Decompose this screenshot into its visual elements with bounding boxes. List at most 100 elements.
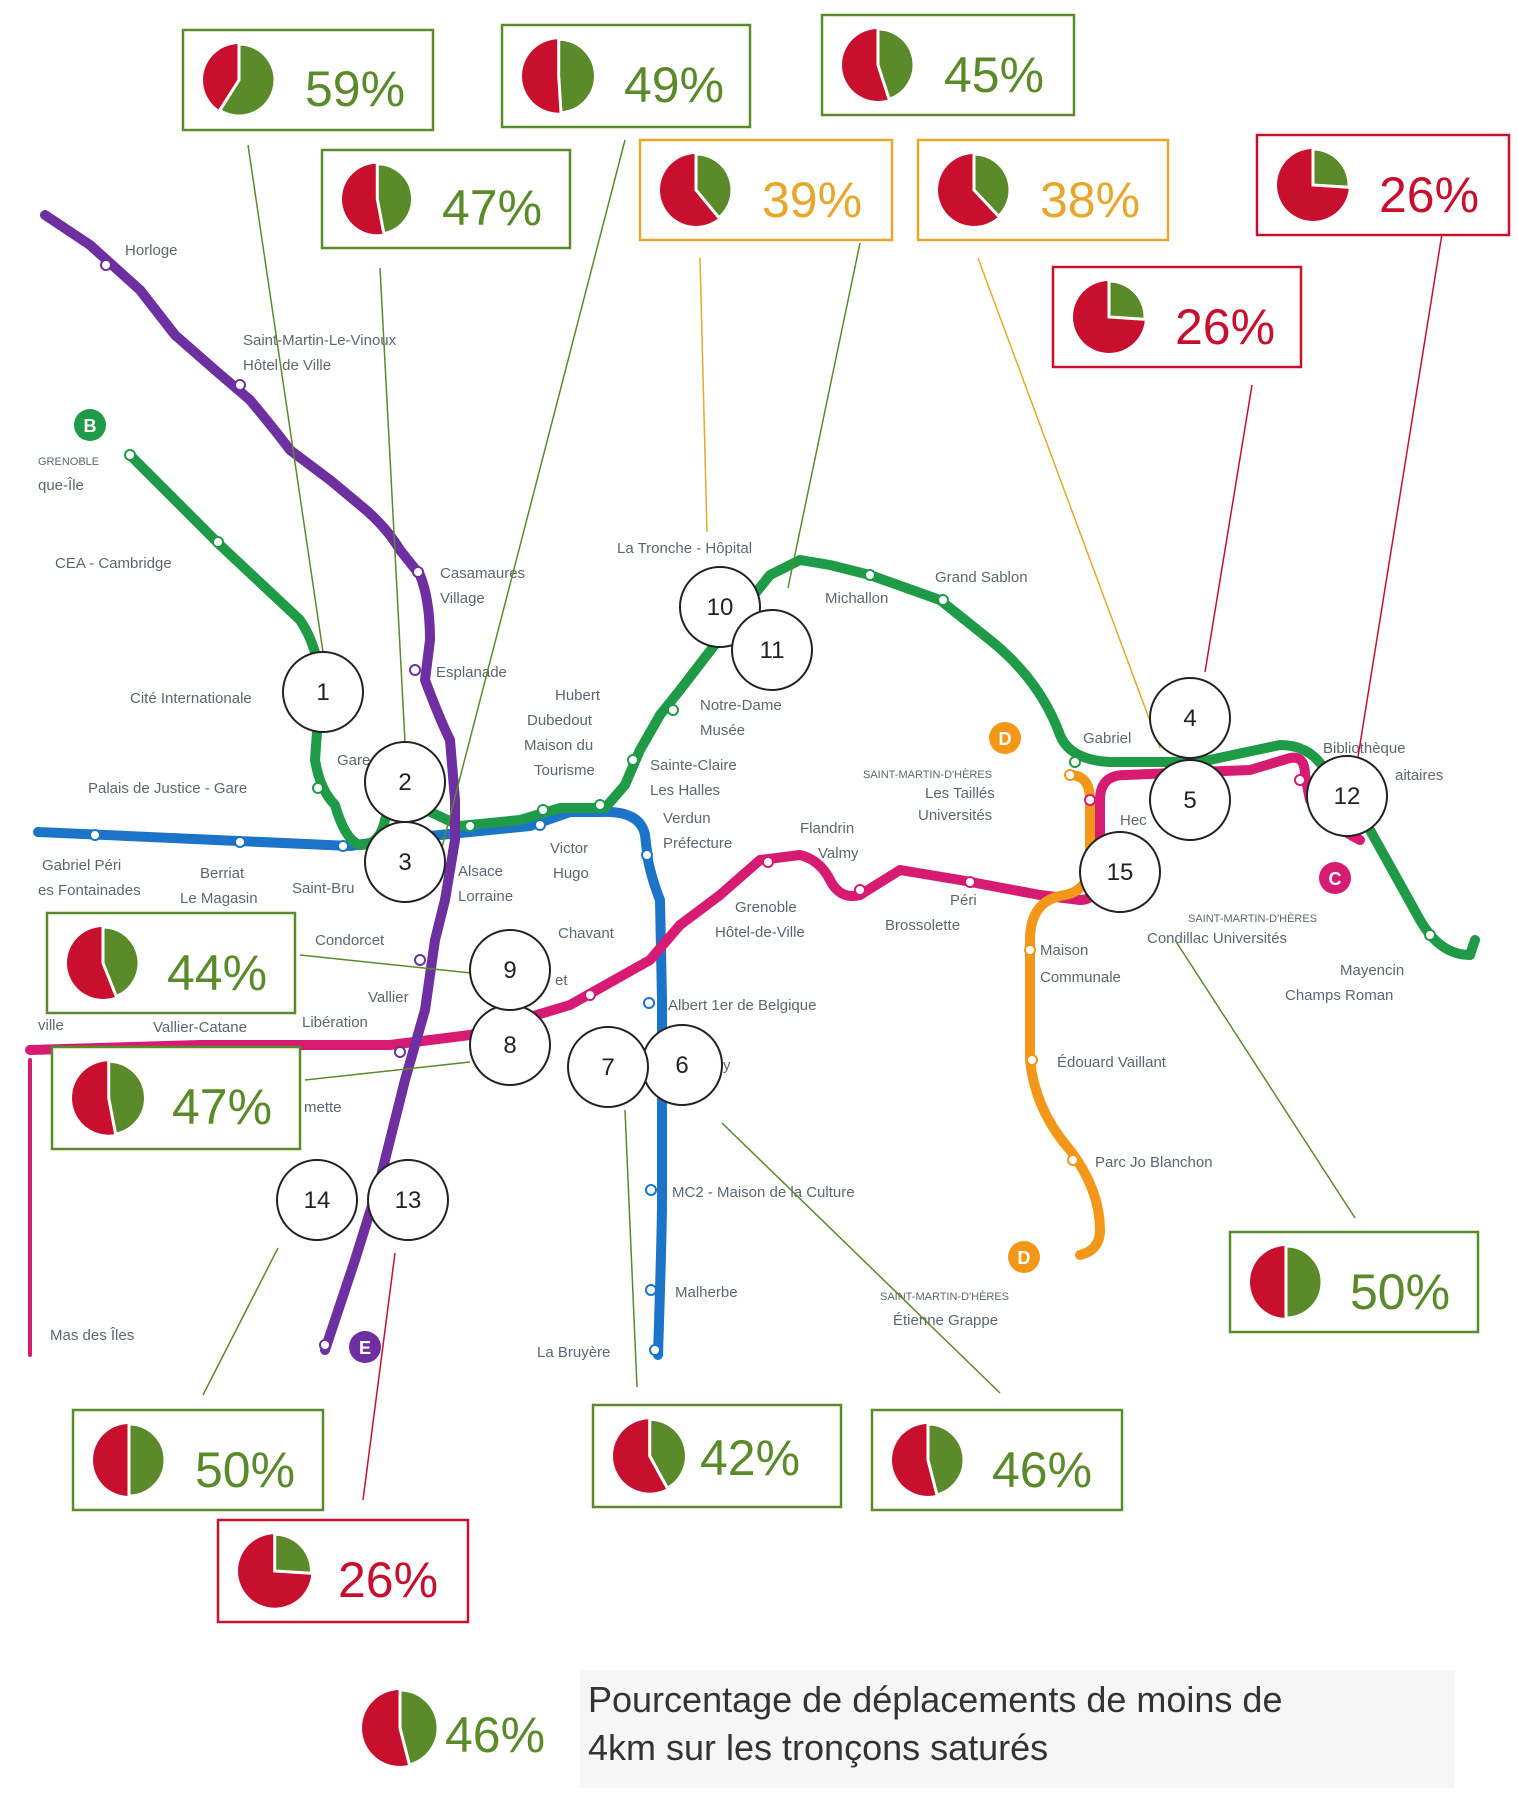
- callout-box[interactable]: 49%: [500, 23, 752, 129]
- leader-line: [362, 1252, 396, 1501]
- station-dot: [641, 849, 653, 861]
- segment-marker-12[interactable]: 12: [1306, 755, 1388, 837]
- svg-text:C: C: [1329, 869, 1342, 889]
- callout-box[interactable]: 46%: [870, 1408, 1124, 1512]
- segment-marker-11[interactable]: 11: [731, 609, 813, 691]
- station-dot: [584, 989, 596, 1001]
- station-dot: [124, 449, 136, 461]
- station-label: Hec: [1120, 812, 1147, 829]
- station-label: Grand Sablon: [935, 569, 1028, 586]
- callout-box[interactable]: 50%: [1228, 1230, 1480, 1334]
- station-dots: [89, 259, 1436, 1356]
- svg-text:4: 4: [1183, 705, 1196, 732]
- svg-text:59%: 59%: [305, 61, 405, 117]
- callout-box[interactable]: 42%: [591, 1403, 843, 1509]
- callout-box[interactable]: 59%: [181, 28, 435, 132]
- legend-text-line-1: Pourcentage de déplacements de moins de: [588, 1679, 1282, 1720]
- segment-marker-15[interactable]: 15: [1079, 831, 1161, 913]
- station-dot: [643, 997, 655, 1009]
- legend-text-background: [580, 1670, 1455, 1788]
- station-label: Victor: [550, 840, 588, 857]
- station-label: Maison: [1040, 942, 1088, 959]
- station-dot: [937, 594, 949, 606]
- station-dot: [1064, 769, 1076, 781]
- callout-box[interactable]: 47%: [50, 1045, 302, 1151]
- legend-text-line-2: 4km sur les tronçons saturés: [588, 1727, 1048, 1768]
- station-label: Péri: [950, 892, 977, 909]
- callout-box[interactable]: 26%: [1255, 133, 1511, 237]
- station-label: es Fontainades: [38, 882, 141, 899]
- svg-text:13: 13: [395, 1187, 422, 1214]
- station-label: Berriat: [200, 865, 245, 882]
- segment-marker-13[interactable]: 13: [367, 1159, 449, 1241]
- station-label: La Bruyère: [537, 1344, 610, 1361]
- callout-box[interactable]: 26%: [1051, 265, 1303, 369]
- station-label: ville: [38, 1017, 64, 1034]
- station-dot: [864, 569, 876, 581]
- svg-text:50%: 50%: [195, 1442, 295, 1498]
- station-label: Musée: [700, 722, 745, 739]
- svg-text:11: 11: [760, 637, 785, 664]
- station-label: Saint-Martin-Le-Vinoux: [243, 332, 397, 349]
- svg-text:26%: 26%: [338, 1552, 438, 1608]
- station-dot: [645, 1184, 657, 1196]
- station-label: Champs Roman: [1285, 987, 1393, 1004]
- station-dot: [1424, 929, 1436, 941]
- leader-line: [1356, 214, 1446, 764]
- legend-percentage: 46%: [445, 1707, 545, 1763]
- station-label: Les Halles: [650, 782, 720, 799]
- legend-pie: [362, 1688, 440, 1767]
- station-dot: [537, 804, 549, 816]
- callout-box[interactable]: 50%: [71, 1408, 325, 1512]
- station-label: Gabriel: [1083, 730, 1131, 747]
- pie-share-short-trips: [1107, 279, 1147, 321]
- station-label: Maison du: [524, 737, 593, 754]
- station-dot: [649, 1344, 661, 1356]
- svg-text:5: 5: [1183, 787, 1196, 814]
- segment-marker-7[interactable]: 7: [567, 1026, 649, 1108]
- station-label: et: [555, 972, 568, 989]
- callout-box[interactable]: 47%: [320, 148, 572, 250]
- svg-text:6: 6: [675, 1052, 688, 1079]
- leader-line: [1204, 384, 1253, 673]
- segment-marker-5[interactable]: 5: [1149, 759, 1231, 841]
- segment-marker-4[interactable]: 4: [1149, 677, 1231, 759]
- segment-marker-9[interactable]: 9: [469, 929, 551, 1011]
- pie-share-short-trips: [694, 152, 734, 220]
- station-dot: [534, 819, 546, 831]
- segment-markers: 1 2 3 4 5 6 7 8 9 10 11 12 13 14 15: [276, 566, 1388, 1241]
- legend: 46% Pourcentage de déplacements de moins…: [362, 1670, 1455, 1788]
- segment-marker-6[interactable]: 6: [641, 1024, 723, 1106]
- callout-box[interactable]: 38%: [916, 138, 1170, 242]
- station-label: Condillac Universités: [1147, 930, 1287, 947]
- station-dot: [89, 829, 101, 841]
- station-label: Hubert: [555, 687, 601, 704]
- callout-box[interactable]: 26%: [216, 1518, 470, 1624]
- station-label: MC2 - Maison de la Culture: [672, 1184, 855, 1201]
- segment-marker-10[interactable]: 10: [679, 566, 761, 648]
- segment-marker-3[interactable]: 3: [364, 821, 446, 903]
- callout-box[interactable]: 39%: [638, 138, 894, 242]
- station-label: Les Taillés: [925, 785, 995, 802]
- callout-box[interactable]: 45%: [820, 13, 1076, 117]
- pie-share-short-trips: [101, 925, 141, 999]
- svg-text:39%: 39%: [762, 172, 862, 228]
- segment-marker-2[interactable]: 2: [364, 741, 446, 823]
- pie-share-short-trips: [375, 162, 415, 236]
- segment-marker-1[interactable]: 1: [282, 651, 364, 733]
- callout-box[interactable]: 44%: [45, 911, 297, 1015]
- station-label: Alsace: [458, 863, 503, 880]
- segment-marker-8[interactable]: 8: [469, 1004, 551, 1086]
- segment-marker-14[interactable]: 14: [276, 1159, 358, 1241]
- pie-share-short-trips: [273, 1532, 313, 1575]
- station-dot: [319, 1339, 331, 1351]
- station-label: Grenoble: [735, 899, 797, 916]
- svg-text:E: E: [359, 1338, 371, 1358]
- station-label: Mayencin: [1340, 962, 1404, 979]
- station-label: aitaires: [1395, 767, 1443, 784]
- station-dot: [1294, 774, 1306, 786]
- station-dot: [414, 954, 426, 966]
- leader-line: [439, 139, 626, 856]
- leader-line: [304, 1061, 471, 1081]
- station-label: La Tronche - Hôpital: [617, 540, 752, 557]
